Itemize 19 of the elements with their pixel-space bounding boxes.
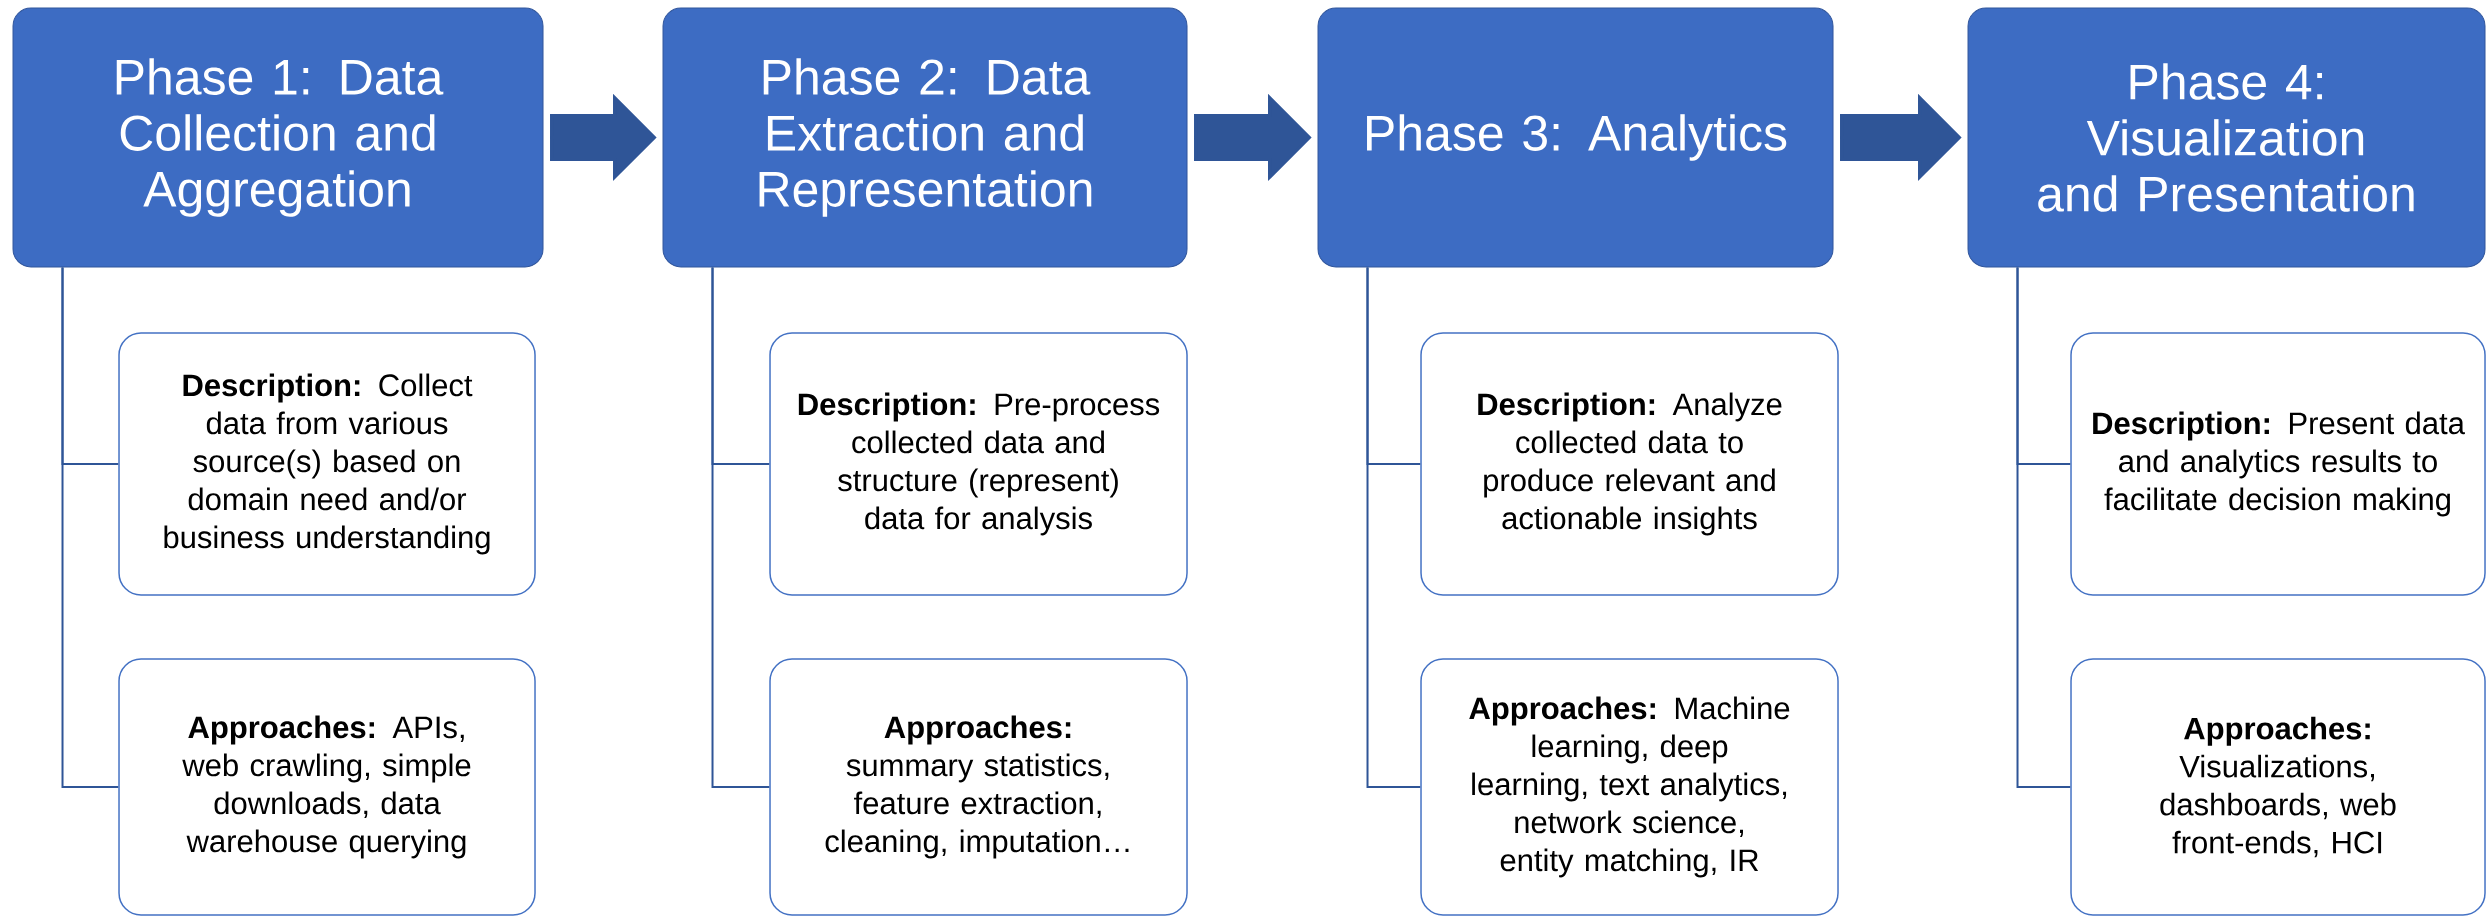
description-box: Approaches: Machine learning, deep learning, text analytics, network science, entity matching, IR [1420,658,1839,916]
description-box: Approaches: APIs, web crawling, simple downloads, data warehouse querying [118,658,536,916]
connector-line [711,266,771,788]
phase-box: Phase 3: Analytics [1317,7,1834,268]
phase-box: Phase 2: Data Extraction and Representation [662,7,1188,268]
phase-box: Phase 4: Visualization and Presentation [1967,7,2486,268]
description-box: Description: Analyze collected data to produce relevant and actionable insights [1420,332,1839,596]
block-arrow [1840,93,1962,182]
connector-line [2016,266,2072,788]
description-box: Approaches: summary statistics, feature extraction, cleaning, imputation… [769,658,1188,916]
description-box: Description: Collect data from various source(s) based on domain need and/or business understanding [118,332,536,596]
description-box: Approaches: Visualizations, dashboards, web front-ends, HCI [2070,658,2486,916]
connector-line [1366,266,1422,788]
description-box: Description: Present data and analytics results to facilitate decision making [2070,332,2486,596]
connector-line [61,266,120,788]
block-arrow [1194,93,1312,182]
block-arrow [550,93,657,182]
description-box: Description: Pre-process collected data and structure (represent) data for analysis [769,332,1188,596]
phase-box: Phase 1: Data Collection and Aggregation [12,7,544,268]
